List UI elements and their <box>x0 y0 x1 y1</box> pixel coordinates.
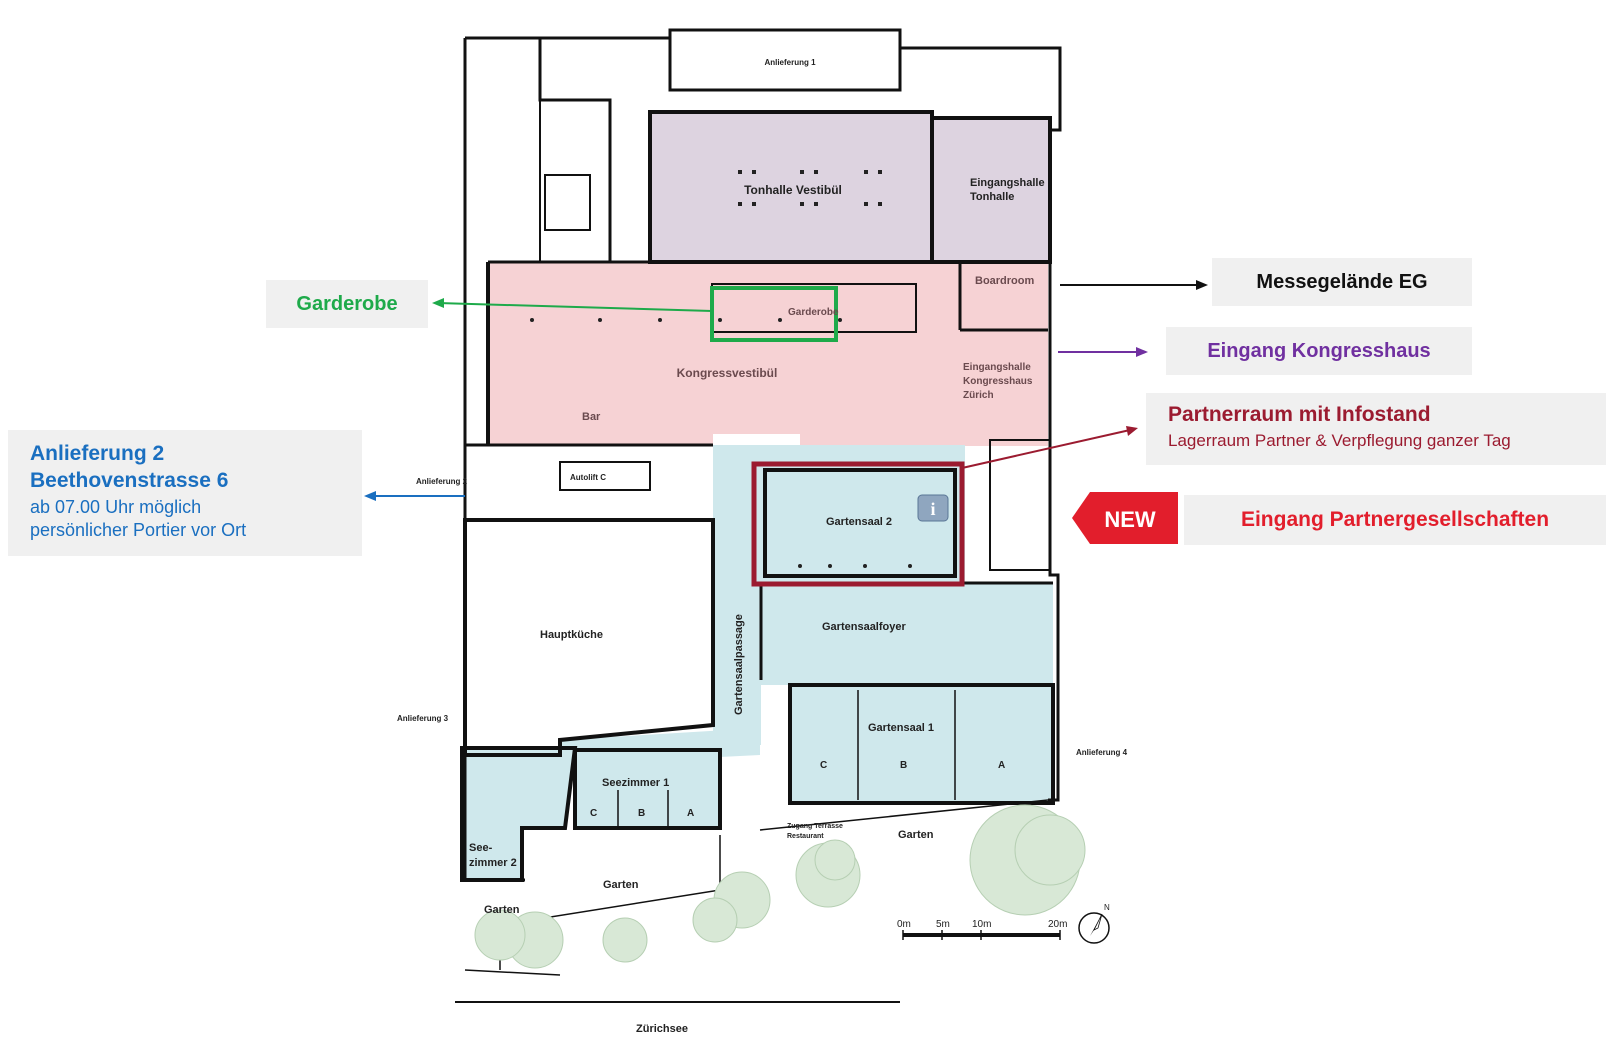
label-gartensaal-2: Gartensaal 2 <box>826 516 892 528</box>
label-garten-right: Garten <box>898 829 934 841</box>
label-garten-left: Garten <box>484 904 520 916</box>
callout-partnerraum-subtitle: Lagerraum Partner & Verpflegung ganzer T… <box>1168 431 1511 450</box>
label-gs1-b: B <box>900 760 907 771</box>
label-anlieferung-3: Anlieferung 3 <box>397 714 449 723</box>
callout-garderobe-text: Garderobe <box>296 292 398 315</box>
callout-anlieferung-2: Anlieferung 2 Beethovenstrasse 6 ab 07.0… <box>8 430 362 556</box>
scale-bar: 0m 5m 10m 20m <box>897 919 1067 940</box>
label-zugang-terrasse: Zugang Terrasse <box>787 823 843 830</box>
callout-eingang-partner-text: Eingang Partnergesellschaften <box>1240 508 1550 531</box>
label-seezimmer-2: See- <box>469 842 493 854</box>
label-gartensaalfoyer: Gartensaalfoyer <box>822 621 906 633</box>
zone-gartensaalfoyer <box>755 583 1053 685</box>
callout-arrows <box>364 280 1208 501</box>
callout-messegelaende: Messegelände EG <box>1212 258 1472 306</box>
callout-partnerraum-title: Partnerraum mit Infostand <box>1168 403 1431 426</box>
callout-garderobe: Garderobe <box>266 280 428 328</box>
zone-tonhalle-vestibuel <box>650 112 932 262</box>
callout-eingang-kongresshaus: Eingang Kongresshaus <box>1166 327 1472 375</box>
label-eingangshalle-tonhalle: Eingangshalle <box>970 177 1045 189</box>
zone-seezimmer1 <box>575 750 720 828</box>
label-anlieferung-4: Anlieferung 4 <box>1076 748 1128 757</box>
zone-kongressvestibuel <box>488 262 1048 434</box>
tree <box>474 909 526 961</box>
label-kongressvestibuel: Kongressvestibül <box>677 366 778 380</box>
garderobe-highlight-box <box>710 286 838 342</box>
svg-text:N: N <box>1104 903 1110 912</box>
callout-eingang-kongresshaus-text: Eingang Kongresshaus <box>1207 339 1431 362</box>
zone-seezimmer2 <box>462 748 575 880</box>
label-tonhalle-vestibuel: Tonhalle Vestibül <box>744 183 842 197</box>
new-badge: NEW <box>1072 492 1178 544</box>
label-hauptkueche: Hauptküche <box>540 629 603 641</box>
label-eingangshalle-kh-1: Eingangshalle <box>963 362 1031 373</box>
label-garten-middle: Garten <box>603 879 639 891</box>
info-icon: i <box>917 494 949 522</box>
callout-anlieferung-2-title: Anlieferung 2 <box>30 442 165 465</box>
label-seezimmer-1: Seezimmer 1 <box>602 777 669 789</box>
label-eingangshalle-tonhalle-2: Tonhalle <box>970 191 1014 203</box>
zone-eingangshalle-tonhalle <box>932 118 1050 262</box>
label-zugang-terrasse-2: Restaurant <box>787 833 824 840</box>
label-gs1-a: A <box>998 760 1005 771</box>
label-gartensaal-1: Gartensaal 1 <box>868 722 934 734</box>
partnerraum-highlight-box <box>751 461 965 587</box>
svg-text:NEW: NEW <box>1104 507 1156 532</box>
label-boardroom: Boardroom <box>975 275 1035 287</box>
label-bar: Bar <box>582 411 601 423</box>
label-sz1-b: B <box>638 808 645 819</box>
label-sz1-c: C <box>590 808 597 819</box>
zone-pink-lower <box>800 420 1048 446</box>
garden-trees <box>474 804 1086 969</box>
zone-gartensaal1 <box>790 685 1053 803</box>
scale-tick-0: 0m <box>897 919 911 930</box>
room-labels: Anlieferung 1 Tonhalle Vestibül Eingangs… <box>397 58 1128 1035</box>
north-arrow-icon: N <box>1078 903 1110 944</box>
tree <box>692 897 738 943</box>
callout-partnerraum: Partnerraum mit Infostand Lagerraum Part… <box>1146 393 1606 465</box>
label-anlieferung-1: Anlieferung 1 <box>764 58 816 67</box>
callout-anlieferung-2-line2: persönlicher Portier vor Ort <box>30 520 247 540</box>
label-gs1-c: C <box>820 760 827 771</box>
callout-messegelaende-text: Messegelände EG <box>1256 270 1428 293</box>
tree <box>814 839 856 881</box>
label-gartensaalpassage: Gartensaalpassage <box>733 614 745 715</box>
label-eingangshalle-kh-2: Kongresshaus <box>963 376 1033 387</box>
scale-tick-10: 10m <box>972 919 991 930</box>
label-zuerichsee: Zürichsee <box>636 1023 688 1035</box>
scale-tick-20: 20m <box>1048 919 1067 930</box>
label-anlieferung-2: Anlieferung 2 <box>416 477 468 486</box>
scale-tick-5: 5m <box>936 919 950 930</box>
label-seezimmer-2b: zimmer 2 <box>469 857 517 869</box>
label-autolift: Autolift C <box>570 473 606 482</box>
callout-eingang-partner: Eingang Partnergesellschaften <box>1184 495 1606 545</box>
label-garderobe: Garderobe <box>788 307 839 318</box>
zone-bar-strip <box>488 420 713 446</box>
label-sz1-a: A <box>687 808 694 819</box>
tree <box>1014 814 1086 886</box>
svg-text:i: i <box>930 499 935 519</box>
columns <box>530 170 912 568</box>
label-eingangshalle-kh-3: Zürich <box>963 390 994 401</box>
callout-anlieferung-2-street: Beethovenstrasse 6 <box>30 469 229 492</box>
callout-anlieferung-2-line1: ab 07.00 Uhr möglich <box>30 497 202 517</box>
tree <box>602 917 648 963</box>
